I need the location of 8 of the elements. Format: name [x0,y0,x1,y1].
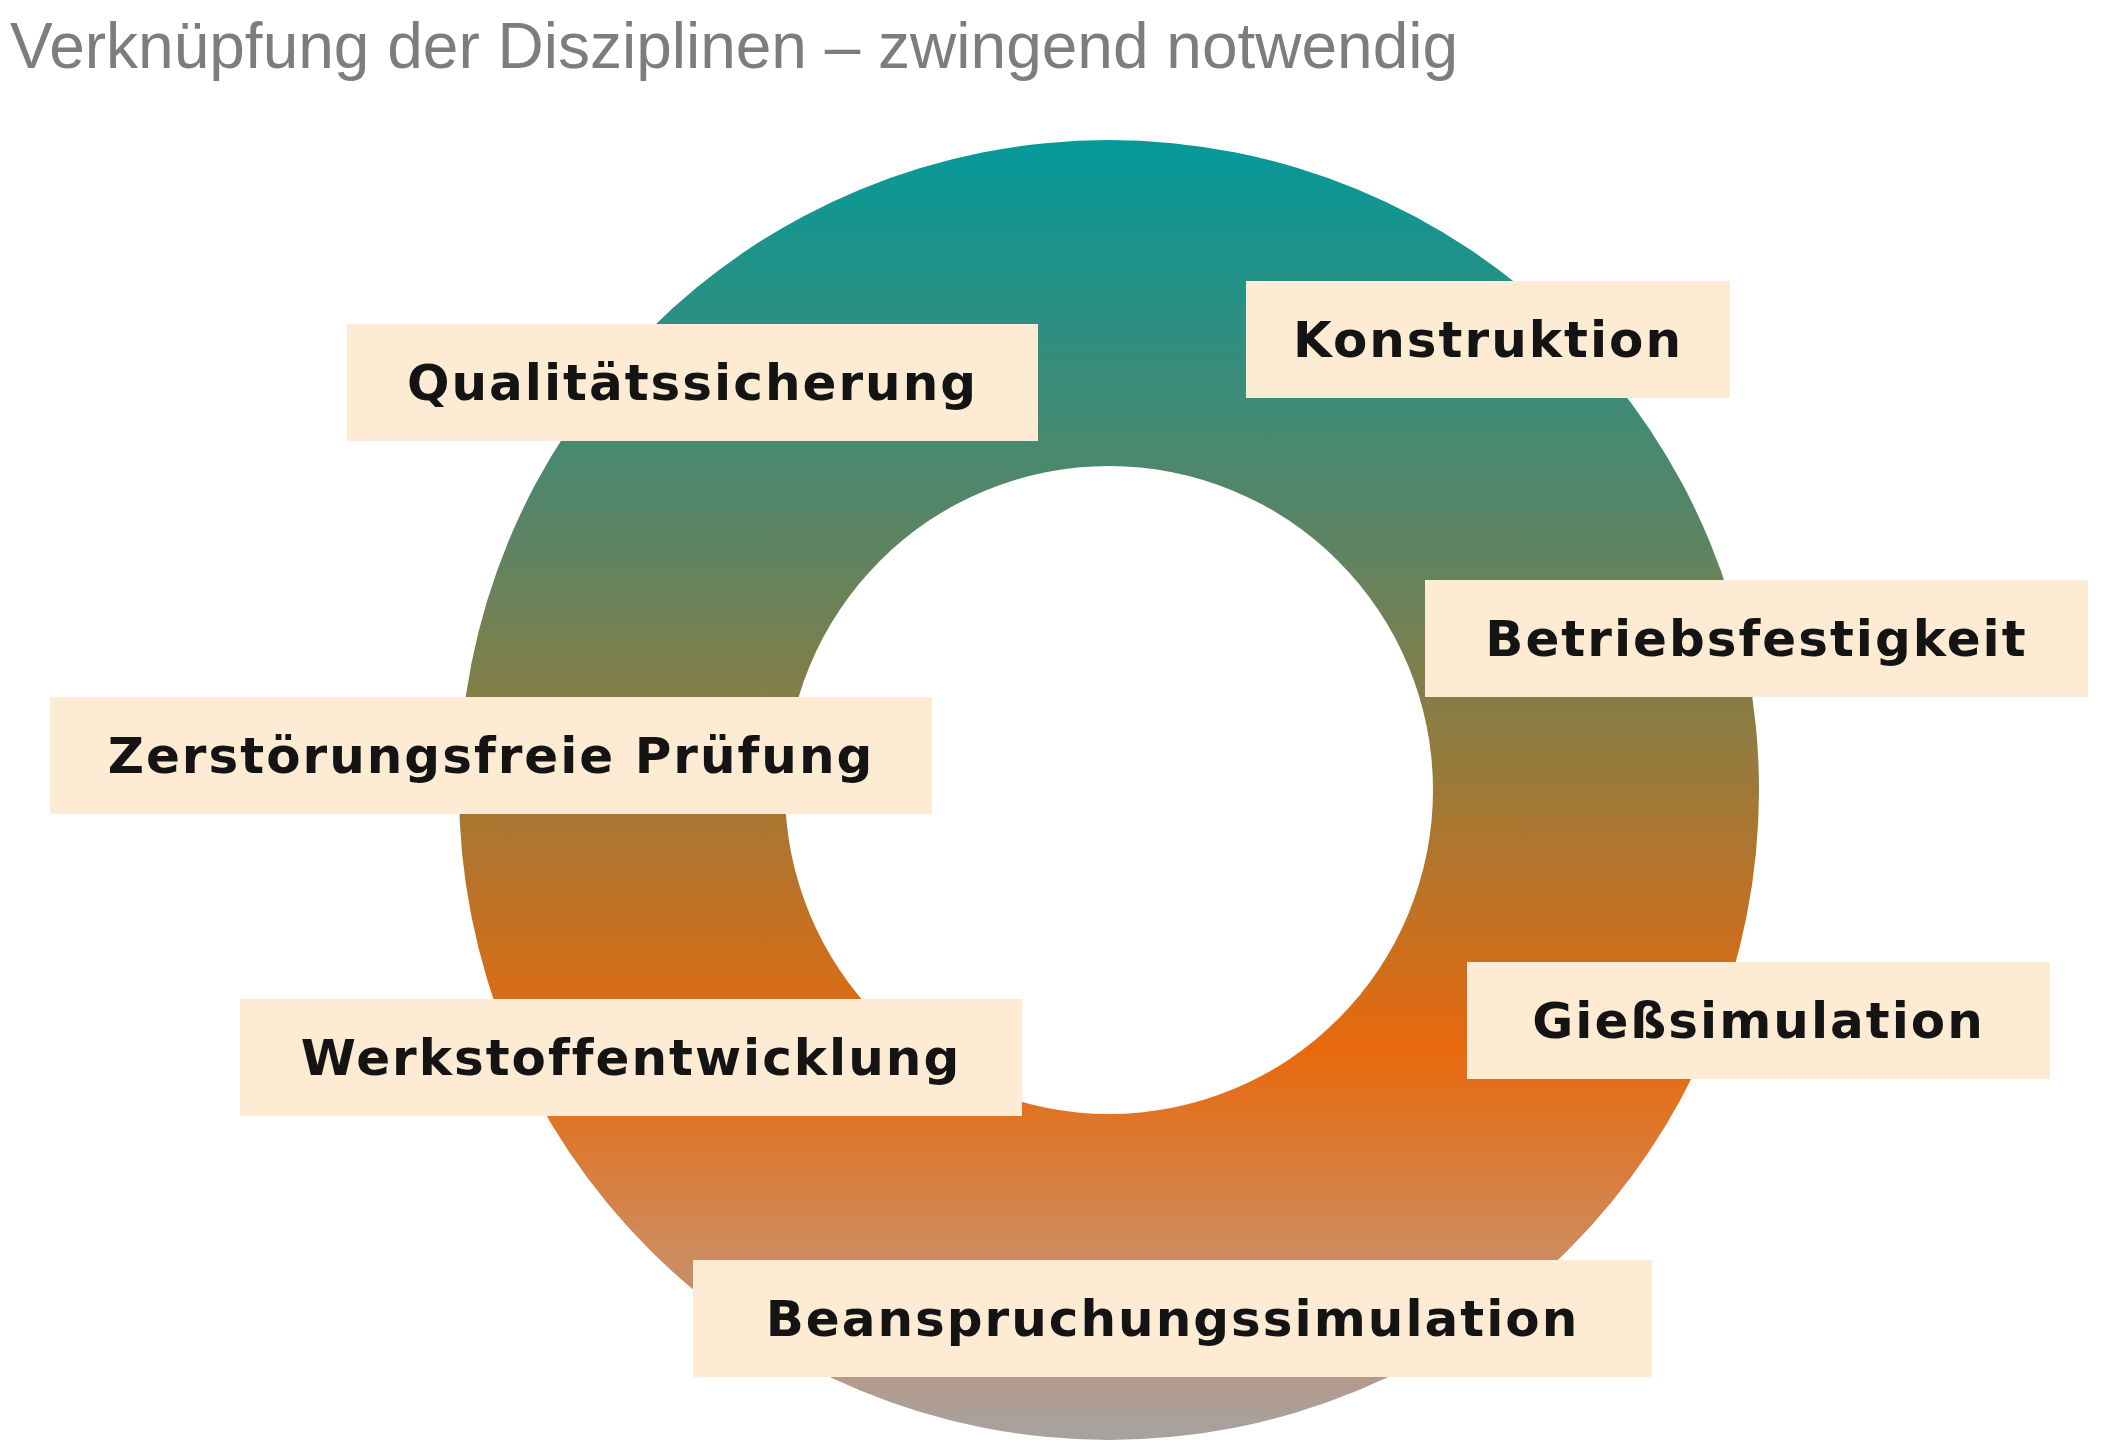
discipline-label: Zerstörungsfreie Prüfung [50,697,932,814]
discipline-label: Betriebsfestigkeit [1425,580,2088,697]
discipline-label: Beanspruchungssimulation [693,1260,1652,1377]
discipline-label: Konstruktion [1246,281,1730,398]
discipline-label: Gießsimulation [1467,962,2050,1079]
title: Verknüpfung der Disziplinen – zwingend notwendig [10,9,1459,84]
discipline-label: Werkstoffentwicklung [240,999,1022,1116]
discipline-label: Qualitätssicherung [347,324,1038,441]
